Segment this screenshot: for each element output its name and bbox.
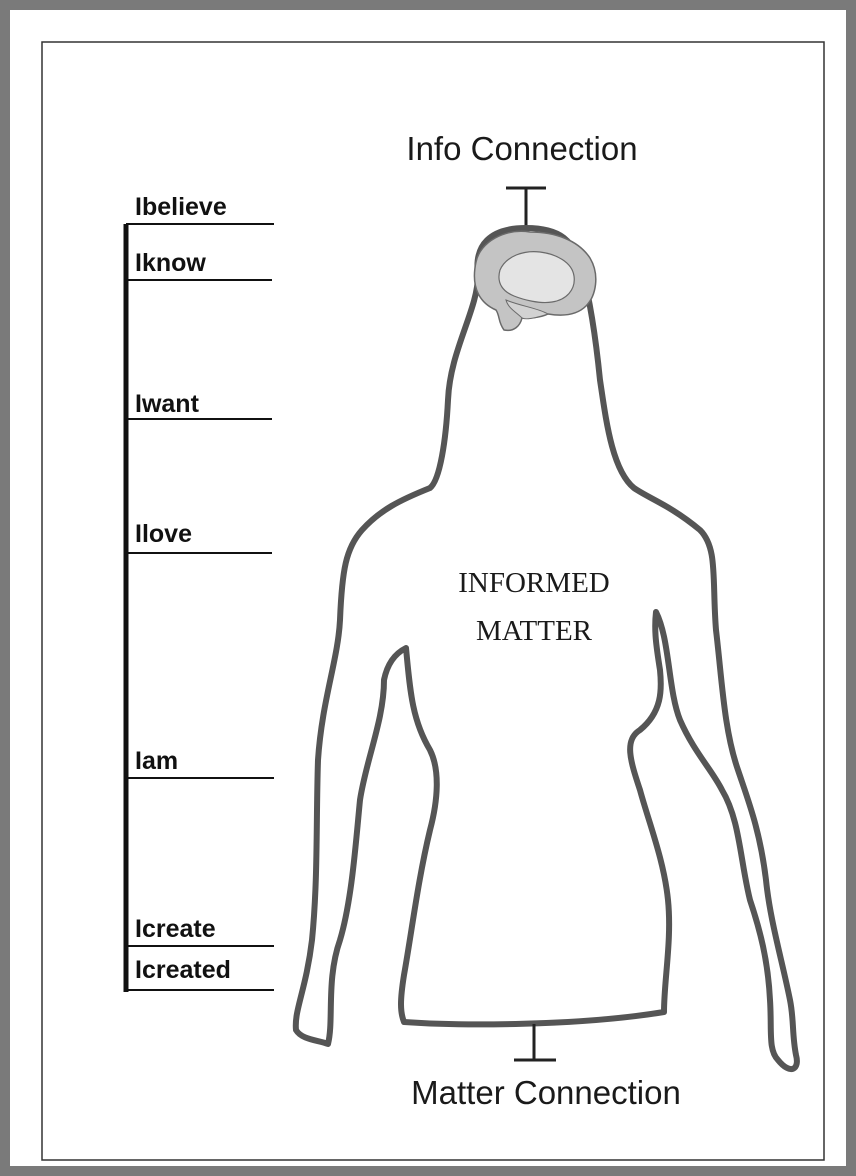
matter-connection-label: Matter Connection [411,1074,681,1111]
scale-label-iknow: Iknow [135,249,206,277]
scale-label-iam: Iam [135,747,178,775]
scale-label-ilove: Ilove [135,520,192,548]
informed-matter-label-line1: INFORMED [458,567,609,599]
scale-label-icreate: Icreate [135,915,216,943]
scale-label-iwant: Iwant [135,390,200,418]
informed-matter-label-line2: MATTER [476,615,593,647]
info-connection-label: Info Connection [406,130,637,167]
scale-label-icreated: Icreated [135,956,231,984]
scale-label-ibelieve: Ibelieve [135,193,227,221]
